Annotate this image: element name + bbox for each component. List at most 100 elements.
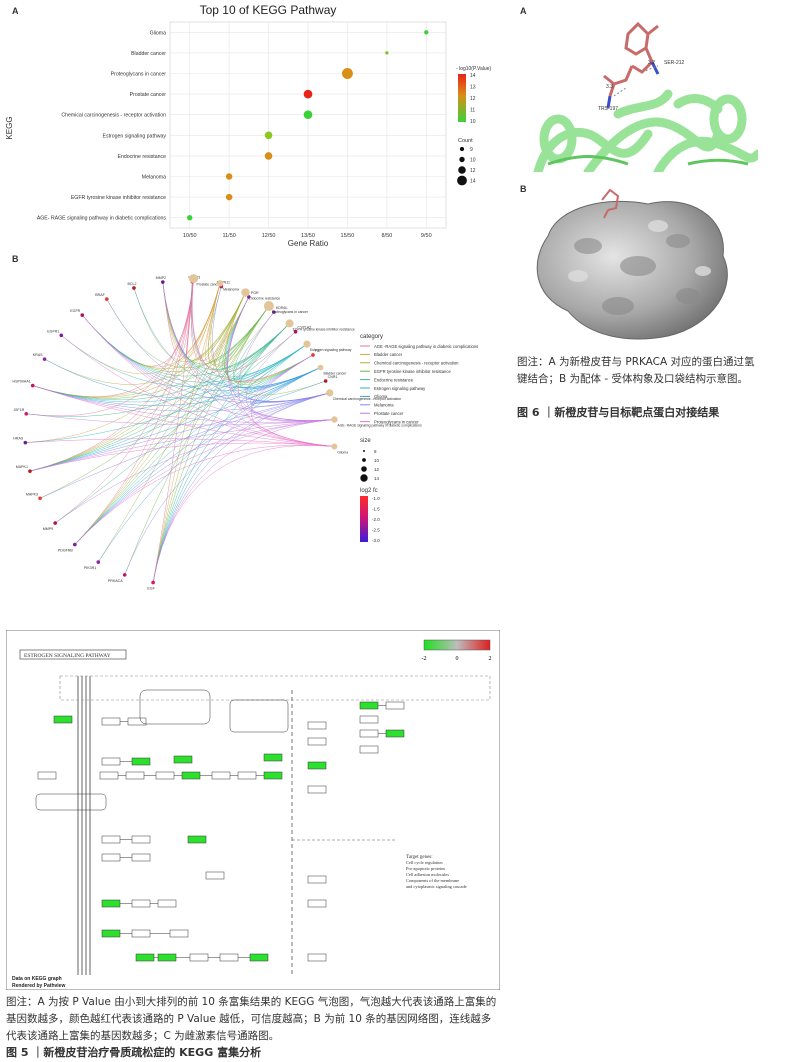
category-legend-label: Bladder cancer [374,352,403,357]
gene-node [24,411,29,416]
count-legend-title: Count [458,138,473,144]
gene-node [38,496,42,501]
scale-tick-high: 2 [489,656,492,662]
gene-box [101,899,121,908]
figure-5-note: 图注：A 为按 P Value 由小到大排列的前 10 条富集结果的 KEGG … [6,996,497,1042]
network-edge [233,311,308,382]
gene-label: KRAS [33,353,43,357]
network-edge [74,343,308,545]
gene-box [131,853,151,862]
gene-box [131,757,151,766]
category-legend-label: AGE -RAGE signaling pathway in diabetic … [374,344,478,349]
pathway-node [263,301,274,312]
bubble [424,30,429,35]
gene-box [307,875,327,884]
y-tick-label: AGE- RAGE signaling pathway in diabetic … [37,216,167,222]
network-edge [248,354,321,398]
network-edge [55,419,335,524]
figure-6-title: 图 6 ｜新橙皮苷与目标靶点蛋白对接结果 [517,406,720,419]
gene-node [323,379,328,383]
pvalue-legend-tick: 11 [470,108,475,114]
gene-box [307,737,327,746]
gene-label: BRAF [95,293,105,297]
gene-box [101,929,121,938]
network-edge [39,392,330,499]
gene-label: MMP2 [156,276,166,280]
panel-a-letter: A [12,6,19,16]
bubble [264,131,273,140]
gene-label: EGFR1 [47,329,59,333]
target-gene-line: Pro-apoptotic proteins [406,866,445,871]
network-edge [29,305,270,472]
network-edge [55,278,194,524]
pvalue-legend-tick: 12 [470,96,476,102]
pathway-node-label: Chemical carcinogenesis - receptor activ… [333,397,402,401]
network-nodes: EGFPRKACAPIK3R1PDGFRBMMP9MAPK3MAPK1HRASI… [13,274,422,591]
gene-label: MAPK3 [26,492,38,496]
gene-box [263,753,283,762]
scale-tick-low: -2 [422,656,427,662]
network-edge [191,281,335,421]
pathview-footer-1: Data on KEGG graph [12,976,62,982]
network-edge [210,283,314,382]
pvalue-colorbar [458,74,466,122]
nucleus-group [229,699,289,733]
network-edge [61,335,335,447]
network-edge [223,292,314,384]
category-legend-label: Melanoma [374,403,394,408]
size-legend-dot [360,474,368,482]
pathway-node [331,416,338,423]
network-edge [44,292,246,385]
target-gene-line: and cytoplasmic signaling cascade [406,884,467,889]
y-tick-label: Estrogen signaling pathway [103,133,167,139]
gene-box [155,771,175,780]
gene-label: PGR [251,291,259,295]
pathway-node [317,364,324,371]
figure-6-note: 图注：A 为新橙皮苷与 PRKACA 对应的蛋白通过氢键结合；B 为配体 - 受… [517,356,755,385]
gene-label: EGFR [70,309,80,313]
category-legend-label: Estrogen signaling pathway [374,386,426,391]
network-edge [224,296,308,380]
pathway-gene-boxes [37,701,405,962]
gene-node [161,280,165,284]
gene-box [307,761,327,770]
gene-node [73,542,77,547]
gene-label: IGF1R [14,408,25,412]
size-legend-label: 8 [374,449,377,454]
target-gene-line: Components of the membrane [406,878,459,883]
category-legend-label: Glioma [374,394,388,399]
category-legend-title: category [360,334,383,340]
x-tick-label: 8/50 [381,233,392,239]
network-edge [98,292,246,563]
membrane-er-group [139,689,211,725]
fc-colorbar [360,496,368,542]
x-tick-label: 15/50 [341,233,355,239]
pvalue-legend-title: - log10(P.Value) [456,66,491,72]
x-tick-label: 13/50 [301,233,315,239]
network-edge [152,343,308,583]
pathway-node-label: EGFR tyrosine kinase inhibitor resistanc… [293,327,355,331]
gene-label: PDGFRB [58,549,74,553]
network-edge [25,343,308,443]
category-legend-label: EGFR tyrosine kinase inhibitor resistanc… [374,369,451,374]
gene-node [311,353,315,357]
category-legend-label: Proteoglycans in cancer [374,419,419,424]
pathway-node [189,274,199,284]
gene-node [132,286,136,290]
gene-label: PIK3R1 [84,566,96,570]
pathway-node [285,319,294,328]
expression-scale [423,639,491,651]
network-edge [32,385,335,447]
network-edge [124,305,270,575]
network-edge [26,278,194,417]
docking-distance-1: 3.2 [648,60,655,66]
gene-box [307,953,327,962]
network-edge [152,305,270,583]
gene-box [189,953,209,962]
gene-box [237,771,257,780]
network-edge [74,444,335,545]
gene-box [173,755,193,764]
docking-surface-image [536,188,728,340]
gene-box [263,771,283,780]
